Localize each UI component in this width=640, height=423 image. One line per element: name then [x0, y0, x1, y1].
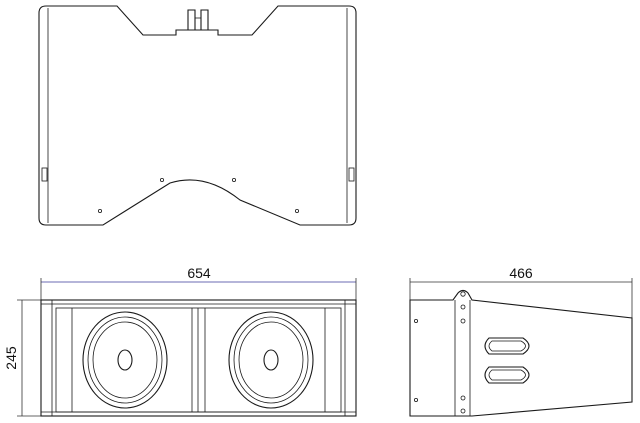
lower-handle-recess: [484, 366, 530, 384]
height-dimension-label: 245: [3, 346, 19, 370]
top-view: [38, 5, 357, 226]
left-woofer: [82, 311, 168, 409]
width-dimension-label: 654: [187, 265, 211, 281]
right-woofer: [228, 311, 314, 409]
front-view: 654 245: [3, 265, 357, 417]
side-view: 466: [409, 265, 633, 417]
depth-dimension-label: 466: [509, 265, 533, 281]
upper-handle-recess: [484, 337, 530, 355]
